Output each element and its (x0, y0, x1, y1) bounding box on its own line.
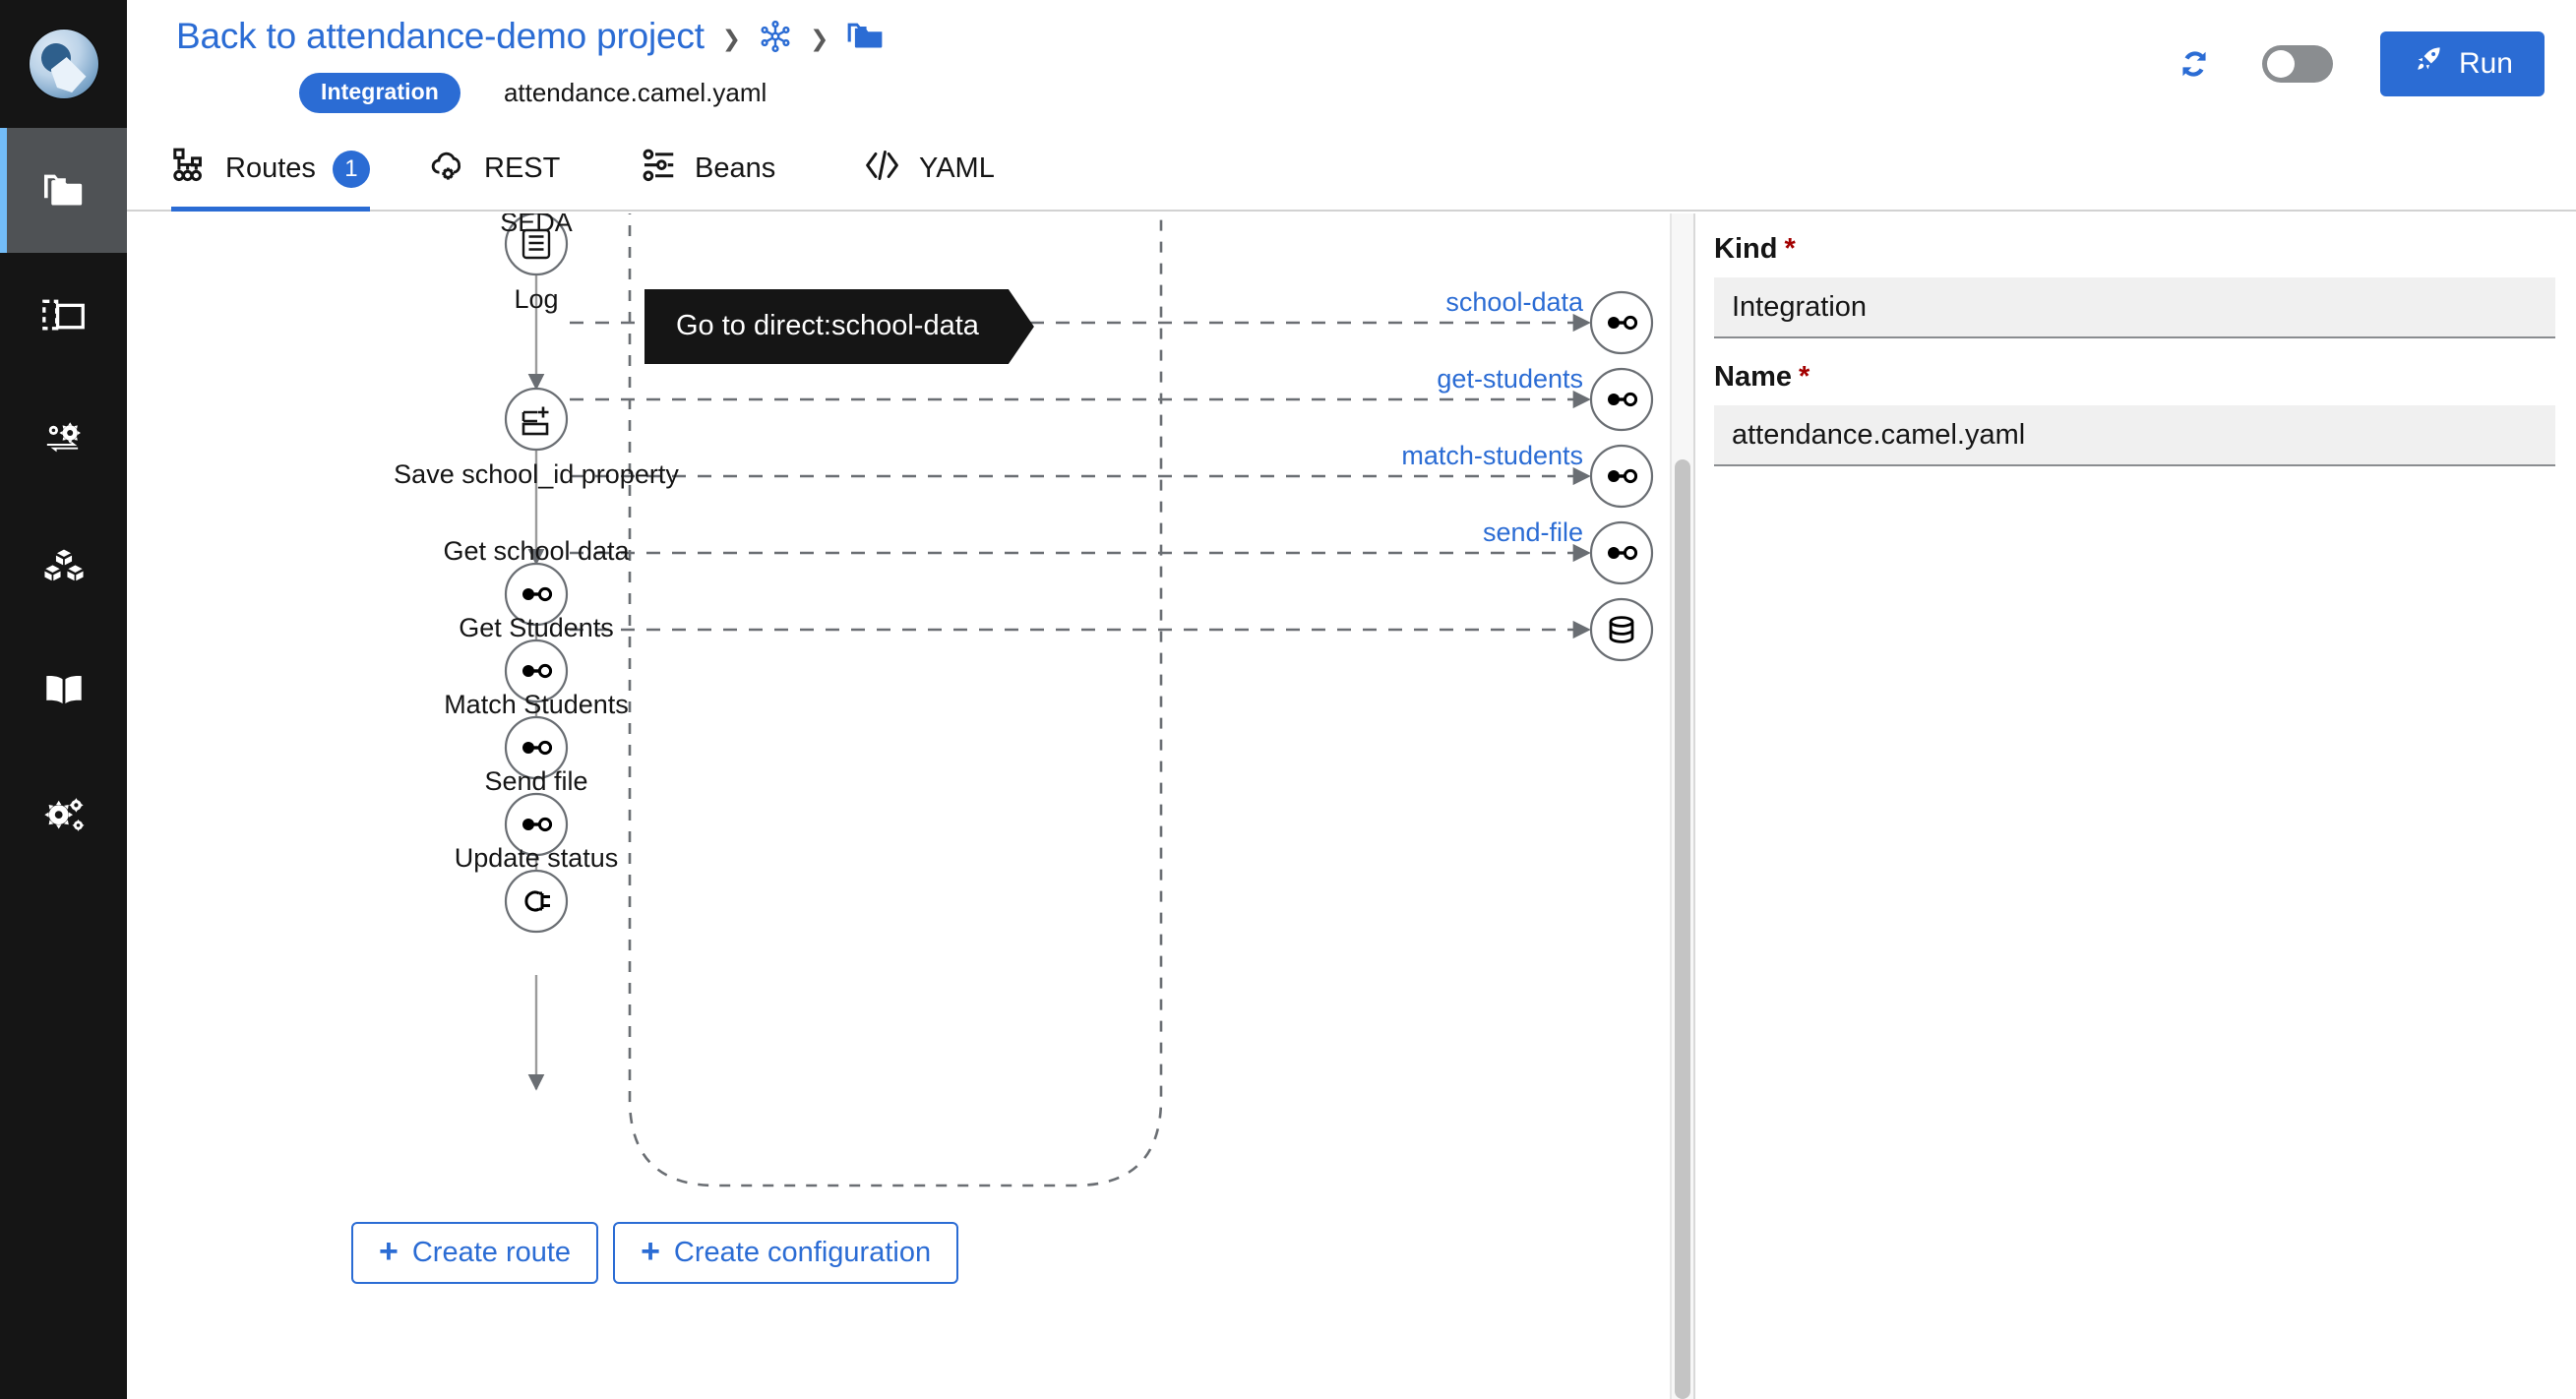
breadcrumb: Back to attendance-demo project ❯ ❯ (176, 16, 884, 57)
run-button[interactable]: Run (2379, 31, 2545, 96)
field-name-label-text: Name (1714, 361, 1792, 393)
app-logo[interactable] (0, 0, 127, 128)
sidebar-item-docs[interactable] (0, 628, 127, 753)
routes-icon (171, 147, 209, 192)
gears-icon (41, 796, 87, 835)
rocket-icon (2412, 44, 2443, 84)
tab-routes[interactable]: Routes 1 (171, 128, 370, 212)
canvas-scrollbar-track[interactable] (1672, 213, 1693, 1399)
kind-input[interactable] (1714, 277, 2555, 338)
beans-icon (641, 147, 678, 192)
tab-yaml[interactable]: YAML (863, 128, 995, 210)
gears-arrow-icon (41, 421, 87, 460)
run-button-label: Run (2458, 47, 2513, 80)
tab-active-underline (171, 207, 370, 212)
edge-label-get-students[interactable]: get-students (1437, 364, 1583, 394)
folder-icon[interactable] (846, 22, 884, 51)
blocks-icon (41, 546, 87, 585)
rest-cloud-icon (430, 147, 467, 192)
route-graph: SEDA (500, 213, 1654, 1187)
sidebar-item-integrations[interactable] (0, 378, 127, 503)
top-header: Back to attendance-demo project ❯ ❯ (127, 0, 2576, 128)
node-label-seda: SEDA (500, 213, 573, 237)
breadcrumb-chevron-1: ❯ (721, 25, 742, 51)
tab-beans-label: Beans (695, 152, 776, 184)
field-kind-label: Kind* (1714, 233, 2555, 266)
editor-tabs: Routes 1 REST Be (127, 128, 2576, 212)
field-kind-label-text: Kind (1714, 233, 1778, 265)
node-label-save-property: Save school_id property (394, 459, 679, 489)
frame-icon (41, 297, 86, 335)
create-route-button[interactable]: + Create route (351, 1222, 599, 1284)
edge-label-school-data[interactable]: school-data (1445, 287, 1583, 317)
tab-rest-label: REST (484, 152, 561, 184)
canvas-right-divider (1670, 213, 1672, 1399)
file-meta-row: Integration attendance.camel.yaml (299, 73, 767, 113)
integration-node-icon[interactable] (759, 20, 792, 53)
create-buttons-row: + Create route + Create configuration (351, 1222, 959, 1284)
canvas-scrollbar-thumb[interactable] (1675, 459, 1690, 1399)
left-nav-rail (0, 0, 127, 1399)
file-name-label: attendance.camel.yaml (503, 78, 767, 107)
tab-routes-label: Routes (225, 152, 316, 184)
create-configuration-label: Create configuration (673, 1237, 932, 1268)
code-icon (863, 147, 902, 192)
sidebar-item-canvas[interactable] (0, 253, 127, 378)
edge-label-send-file[interactable]: send-file (1482, 517, 1583, 547)
create-configuration-button[interactable]: + Create configuration (613, 1222, 959, 1284)
book-icon (41, 673, 87, 708)
edge-label-match-students[interactable]: match-students (1401, 441, 1583, 470)
folders-icon (41, 171, 87, 211)
breadcrumb-chevron-2: ❯ (810, 25, 829, 51)
sidebar-item-projects[interactable] (0, 128, 127, 253)
sidebar-item-settings[interactable] (0, 753, 127, 878)
field-name: Name* (1714, 361, 2555, 466)
kind-badge: Integration (299, 73, 460, 113)
tab-beans[interactable]: Beans (641, 128, 775, 210)
panel-left-divider (1693, 213, 1695, 1399)
tab-yaml-label: YAML (919, 152, 995, 184)
tab-rest[interactable]: REST (430, 128, 560, 210)
plus-icon: + (641, 1232, 660, 1270)
node-label-get-students: Get Students (459, 613, 614, 642)
create-route-label: Create route (411, 1237, 572, 1268)
name-input[interactable] (1714, 405, 2555, 466)
toggle-knob (2266, 50, 2295, 78)
sidebar-item-components[interactable] (0, 503, 127, 628)
required-asterisk: * (1799, 361, 1810, 393)
tooltip-go-to-direct: Go to direct:school-data (644, 289, 1034, 364)
camel-logo-icon (29, 30, 98, 98)
node-label-match-students: Match Students (444, 690, 629, 719)
properties-panel: Kind* Name* (1695, 213, 2576, 1399)
node-label-log: Log (514, 284, 559, 314)
tab-routes-badge: 1 (332, 150, 370, 188)
refresh-icon[interactable] (2174, 43, 2215, 85)
node-label-send-file: Send file (484, 766, 588, 796)
node-label-get-school-data: Get school data (443, 536, 630, 566)
breadcrumb-back-link[interactable]: Back to attendance-demo project (176, 16, 705, 56)
required-asterisk: * (1784, 233, 1796, 265)
header-actions: Run (2174, 0, 2545, 128)
field-kind: Kind* (1714, 233, 2555, 338)
route-group-boundary (628, 213, 1163, 1187)
dev-mode-toggle[interactable] (2261, 45, 2333, 83)
plus-icon: + (379, 1232, 399, 1270)
field-name-label: Name* (1714, 361, 2555, 394)
route-canvas[interactable]: SEDA (127, 213, 1672, 1399)
node-label-update-status: Update status (454, 843, 619, 873)
